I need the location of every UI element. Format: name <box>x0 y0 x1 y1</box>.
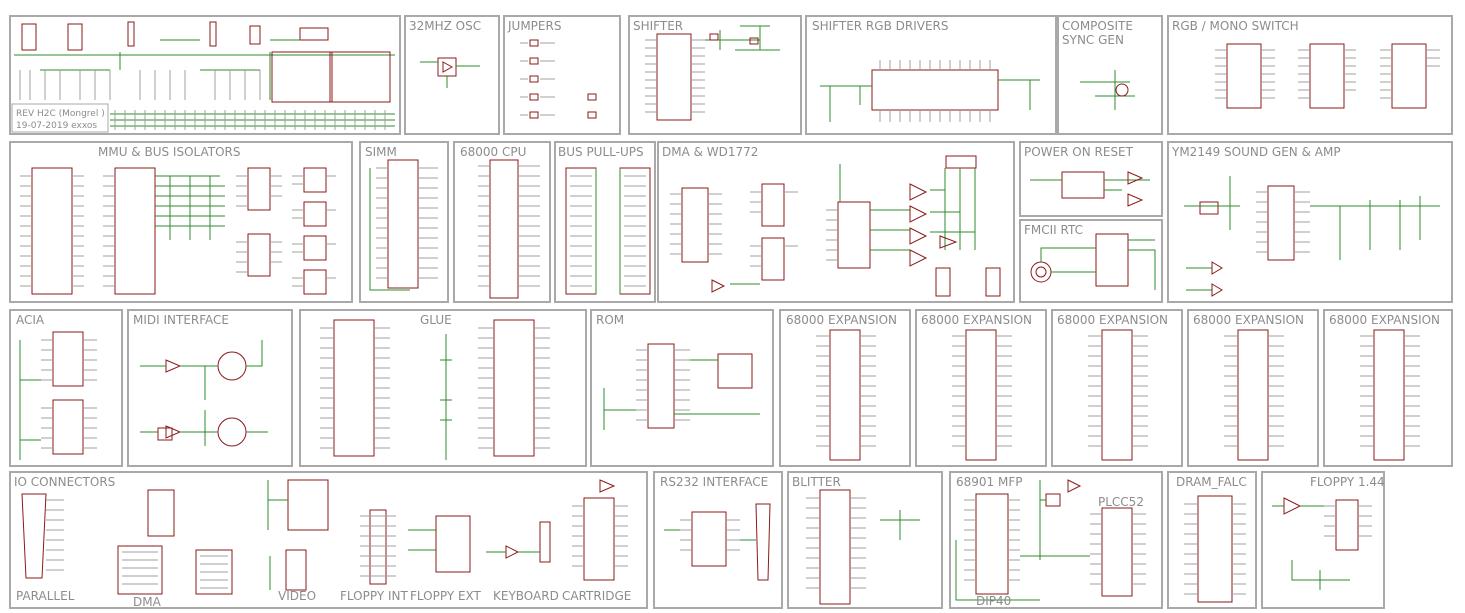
section-mmu: MMU & BUS ISOLATORS <box>9 141 353 303</box>
section-osc: 32MHZ OSC <box>404 15 500 135</box>
section-midi: MIDI INTERFACE <box>127 309 293 467</box>
date-author-label: 19-07-2019 exxos <box>16 121 97 131</box>
section-dram: DRAM_FALC <box>1167 471 1257 609</box>
section-title: JUMPERS <box>507 19 561 33</box>
section-rs232: RS232 INTERFACE <box>653 471 783 609</box>
rgb-driver-chip <box>871 69 999 111</box>
section-title: SIMM <box>365 145 397 159</box>
section-title: MMU & BUS ISOLATORS <box>98 145 241 159</box>
section-floppy: FLOPPY 1.44 <box>1261 471 1385 609</box>
section-title: ACIA <box>16 313 45 327</box>
section-title: GLUE <box>420 313 452 327</box>
section-glue: GLUE <box>299 309 587 467</box>
section-shifter: SHIFTER <box>628 15 802 135</box>
section-dma: DMA & WD1772 <box>657 141 1015 303</box>
package-label: DIP40 <box>976 594 1011 608</box>
connector-label: FLOPPY INT <box>340 589 408 603</box>
section-exp2: 68000 EXPANSION <box>915 309 1047 467</box>
section-title: POWER ON RESET <box>1024 145 1134 159</box>
connector-label: VIDEO <box>278 589 316 603</box>
connector-label: DMA <box>133 595 162 609</box>
section-rgb-mono: RGB / MONO SWITCH <box>1167 15 1453 135</box>
section-ym: YM2149 SOUND GEN & AMP <box>1167 141 1453 303</box>
section-power: REV H2C (Mongrel ) 19-07-2019 exxos <box>9 15 401 135</box>
package-label: PLCC52 <box>1098 495 1144 509</box>
section-title: MIDI INTERFACE <box>133 313 229 327</box>
section-simm: SIMM <box>359 141 449 303</box>
section-composite: COMPOSITE SYNC GEN <box>1057 15 1163 135</box>
parallel-connector <box>21 493 47 579</box>
connector-label: CARTRIDGE <box>562 589 631 603</box>
section-title: 68000 EXPANSION <box>786 313 897 327</box>
section-title: 68901 MFP <box>956 475 1022 489</box>
section-shifter-rgb: SHIFTER RGB DRIVERS <box>805 15 1057 135</box>
section-exp3: 68000 EXPANSION <box>1051 309 1183 467</box>
section-acia: ACIA <box>9 309 123 467</box>
section-title: DMA & WD1772 <box>662 145 758 159</box>
section-title: IO CONNECTORS <box>14 475 115 489</box>
section-blitter: BLITTER <box>787 471 943 609</box>
section-rtc: FMCII RTC <box>1019 219 1163 303</box>
connector-label: KEYBOARD <box>493 589 559 603</box>
section-title: 68000 EXPANSION <box>1057 313 1168 327</box>
section-title: RS232 INTERFACE <box>660 475 768 489</box>
section-exp1: 68000 EXPANSION <box>779 309 911 467</box>
section-frame <box>9 15 401 135</box>
section-title: COMPOSITE <box>1062 19 1133 33</box>
section-io: IO CONNECTORS PARALLEL DMA VIDEO FLOPPY … <box>9 471 648 609</box>
section-title: YM2149 SOUND GEN & AMP <box>1171 145 1341 159</box>
section-mfp: 68901 MFP PLCC52 DIP40 <box>949 471 1163 609</box>
section-title: 68000 CPU <box>460 145 526 159</box>
section-por: POWER ON RESET <box>1019 141 1163 217</box>
section-cpu: 68000 CPU <box>453 141 551 303</box>
section-pullups: BUS PULL-UPS <box>554 141 656 303</box>
section-exp5: 68000 EXPANSION <box>1323 309 1453 467</box>
section-rom: ROM <box>590 309 774 467</box>
section-title: SHIFTER <box>633 19 683 33</box>
connector-label: PARALLEL <box>16 589 75 603</box>
section-title: SHIFTER RGB DRIVERS <box>812 19 948 33</box>
section-jumpers: JUMPERS <box>503 15 621 135</box>
title-block <box>11 103 109 133</box>
section-title: 32MHZ OSC <box>409 19 481 33</box>
section-title: 68000 EXPANSION <box>1193 313 1304 327</box>
section-title: FMCII RTC <box>1024 223 1083 237</box>
section-title: DRAM_FALC <box>1176 475 1247 489</box>
section-title: BLITTER <box>792 475 841 489</box>
shifter-chip <box>656 33 692 121</box>
section-exp4: 68000 EXPANSION <box>1187 309 1319 467</box>
section-title: 68000 EXPANSION <box>1329 313 1440 327</box>
section-title: 68000 EXPANSION <box>921 313 1032 327</box>
section-title: RGB / MONO SWITCH <box>1172 19 1299 33</box>
section-subtitle: SYNC GEN <box>1062 33 1124 47</box>
connector-label: FLOPPY EXT <box>410 589 482 603</box>
section-title: FLOPPY 1.44 <box>1310 475 1385 489</box>
section-title: BUS PULL-UPS <box>558 145 644 159</box>
section-title: ROM <box>596 313 624 327</box>
revision-label: REV H2C (Mongrel ) <box>16 109 105 119</box>
